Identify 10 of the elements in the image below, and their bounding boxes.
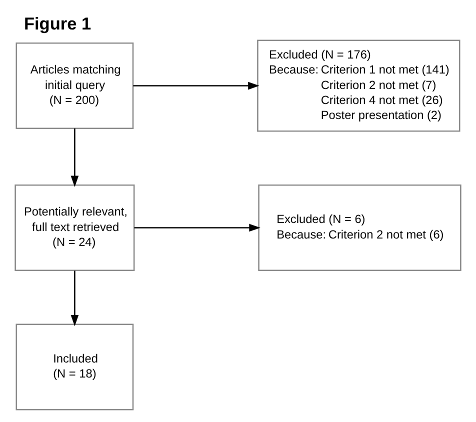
arrow	[70, 270, 79, 326]
diagram-title: Figure 1	[24, 13, 92, 34]
arrow	[133, 82, 260, 90]
node-box: Articles matching initial query (N = 200)	[16, 42, 134, 130]
node-box: Included (N = 18)	[16, 324, 134, 410]
arrow	[70, 128, 79, 187]
node-box: Potentially relevant, full text retrieved (N = 24)	[14, 184, 135, 272]
arrow	[134, 224, 260, 232]
node-box: Excluded (N = 6) Because: Criterion 2 not met (6)	[258, 184, 462, 272]
node-box: Excluded (N = 176) Because: Criterion 1 not met (141) Criterion 2 not met (7) Criterion 4 not met (26) Poster presentation (2)	[257, 40, 460, 132]
